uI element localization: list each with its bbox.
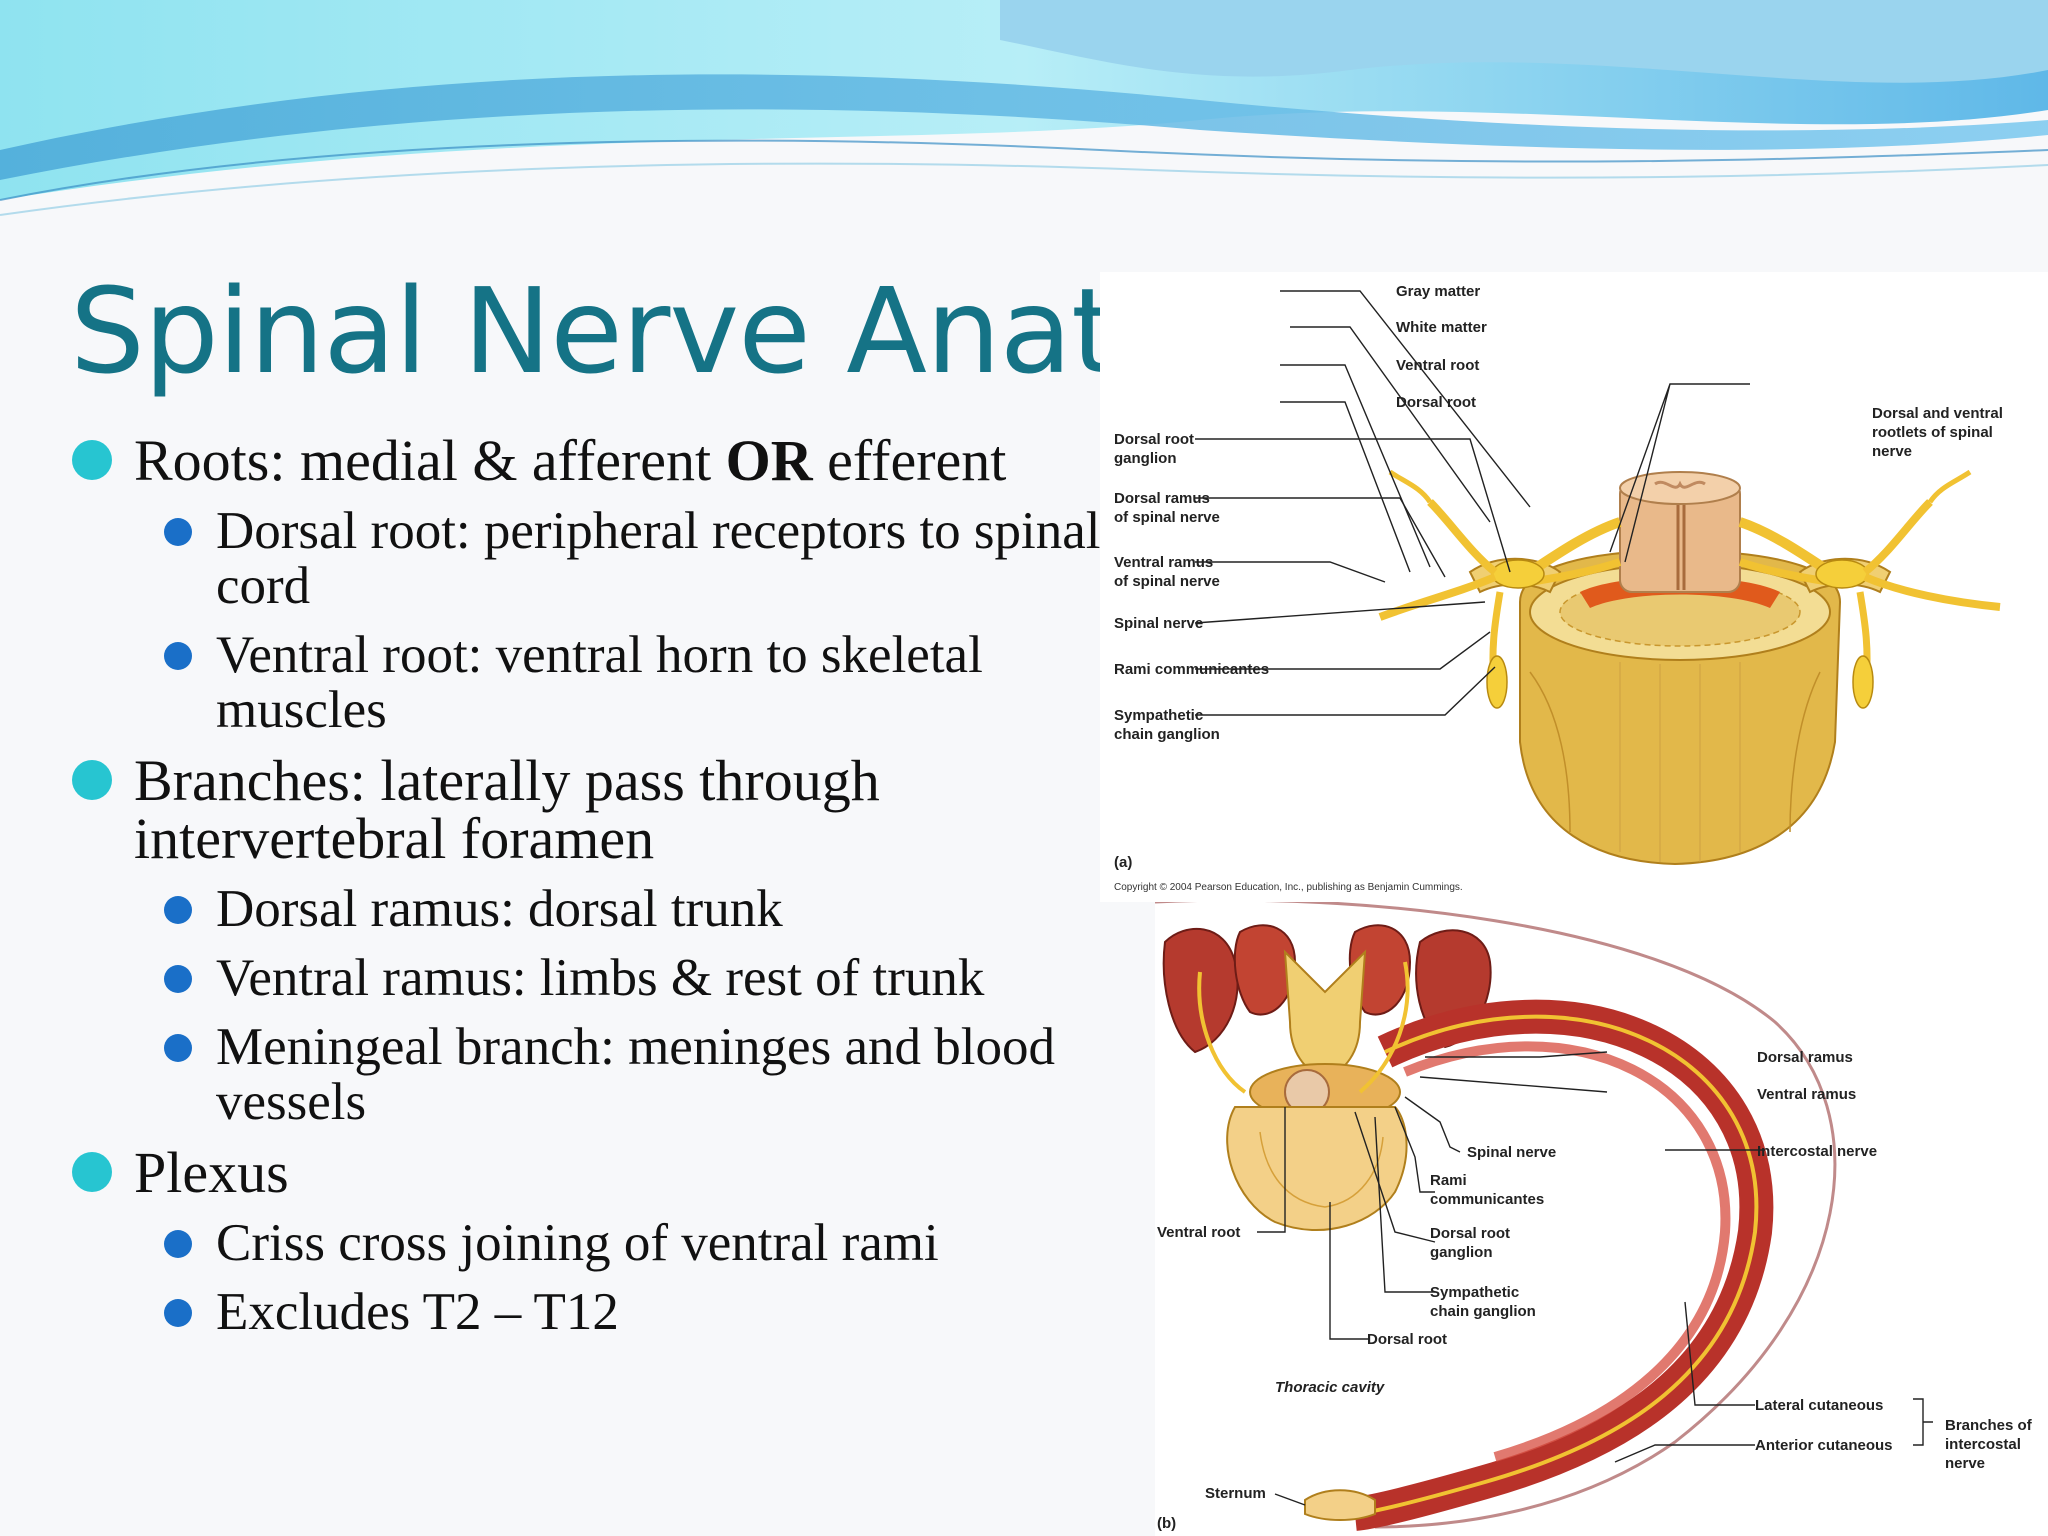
label-dorsal-root: Dorsal root xyxy=(1396,394,1476,411)
figure-thoracic-section: Dorsal ramus Ventral ramus Spinal nerve … xyxy=(1155,902,2048,1536)
label-b-thoracic-cavity: Thoracic cavity xyxy=(1275,1379,1385,1396)
label-b-ventral-ramus: Ventral ramus xyxy=(1757,1086,1856,1103)
label-spinal-nerve: Spinal nerve xyxy=(1114,615,1203,632)
label-dorsal-ramus-1: Dorsal ramus xyxy=(1114,490,1210,507)
label-b-branches-3: nerve xyxy=(1945,1455,1985,1472)
bullet-plexus: Plexus xyxy=(70,1144,1110,1202)
label-b-rami-1: Rami xyxy=(1430,1172,1467,1189)
label-white-matter: White matter xyxy=(1396,319,1487,336)
figure-a-illustration: Gray matter White matter Ventral root Do… xyxy=(1114,283,2003,893)
bullet-roots: Roots: medial & afferent OR efferent xyxy=(70,432,1110,490)
label-drg-1: Dorsal root xyxy=(1114,431,1194,448)
label-b-drg-2: ganglion xyxy=(1430,1244,1493,1261)
figure-copyright: Copyright © 2004 Pearson Education, Inc.… xyxy=(1114,882,1463,893)
label-ventral-root: Ventral root xyxy=(1396,357,1479,374)
label-b-branches-2: intercostal xyxy=(1945,1436,2021,1453)
label-b-drg-1: Dorsal root xyxy=(1430,1225,1510,1242)
bullet-criss-cross: Criss cross joining of ventral rami xyxy=(70,1216,1110,1271)
label-b-symp-2: chain ganglion xyxy=(1430,1303,1536,1320)
bullet-dorsal-root: Dorsal root: peripheral receptors to spi… xyxy=(70,504,1110,614)
figure-spinal-cord-cross-section: Gray matter White matter Ventral root Do… xyxy=(1100,272,2048,902)
label-symp-1: Sympathetic xyxy=(1114,707,1203,724)
label-b-dorsal-root: Dorsal root xyxy=(1367,1331,1447,1348)
label-rami-communicantes: Rami communicantes xyxy=(1114,661,1269,678)
bullet-meningeal-branch: Meningeal branch: meninges and blood ves… xyxy=(70,1020,1110,1130)
label-b-symp-1: Sympathetic xyxy=(1430,1284,1519,1301)
label-b-branches-1: Branches of xyxy=(1945,1417,2033,1434)
label-ventral-ramus-1: Ventral ramus xyxy=(1114,554,1213,571)
label-rootlets-3: nerve xyxy=(1872,443,1912,460)
label-gray-matter: Gray matter xyxy=(1396,283,1480,300)
bullet-roots-emphasis: OR xyxy=(725,428,813,493)
label-b-spinal-nerve: Spinal nerve xyxy=(1467,1144,1556,1161)
label-dorsal-ramus-2: of spinal nerve xyxy=(1114,509,1220,526)
label-b-anterior-cutaneous: Anterior cutaneous xyxy=(1755,1437,1893,1454)
label-ventral-ramus-2: of spinal nerve xyxy=(1114,573,1220,590)
figure-a-panel-label: (a) xyxy=(1114,854,1132,871)
label-drg-2: ganglion xyxy=(1114,450,1177,467)
label-rootlets-1: Dorsal and ventral xyxy=(1872,405,2003,422)
header-wave-decoration xyxy=(0,0,2048,240)
figure-b-panel-label: (b) xyxy=(1157,1515,1176,1532)
label-b-dorsal-ramus: Dorsal ramus xyxy=(1757,1049,1853,1066)
label-b-sternum: Sternum xyxy=(1205,1485,1266,1502)
bullet-ventral-root: Ventral root: ventral horn to skeletal m… xyxy=(70,628,1110,738)
label-b-lateral-cutaneous: Lateral cutaneous xyxy=(1755,1397,1883,1414)
bullet-ventral-ramus: Ventral ramus: limbs & rest of trunk xyxy=(70,951,1110,1006)
bullet-branches: Branches: laterally pass through interve… xyxy=(70,752,1110,868)
label-b-ventral-root: Ventral root xyxy=(1157,1224,1240,1241)
bullet-excludes: Excludes T2 – T12 xyxy=(70,1285,1110,1340)
label-rootlets-2: rootlets of spinal xyxy=(1872,424,1993,441)
label-b-rami-2: communicantes xyxy=(1430,1191,1544,1208)
label-b-intercostal-nerve: Intercostal nerve xyxy=(1757,1143,1877,1160)
bullet-list: Roots: medial & afferent OR efferent Dor… xyxy=(70,432,1110,1354)
label-symp-2: chain ganglion xyxy=(1114,726,1220,743)
figure-b-illustration: Dorsal ramus Ventral ramus Spinal nerve … xyxy=(1155,902,2033,1532)
bullet-dorsal-ramus: Dorsal ramus: dorsal trunk xyxy=(70,882,1110,937)
